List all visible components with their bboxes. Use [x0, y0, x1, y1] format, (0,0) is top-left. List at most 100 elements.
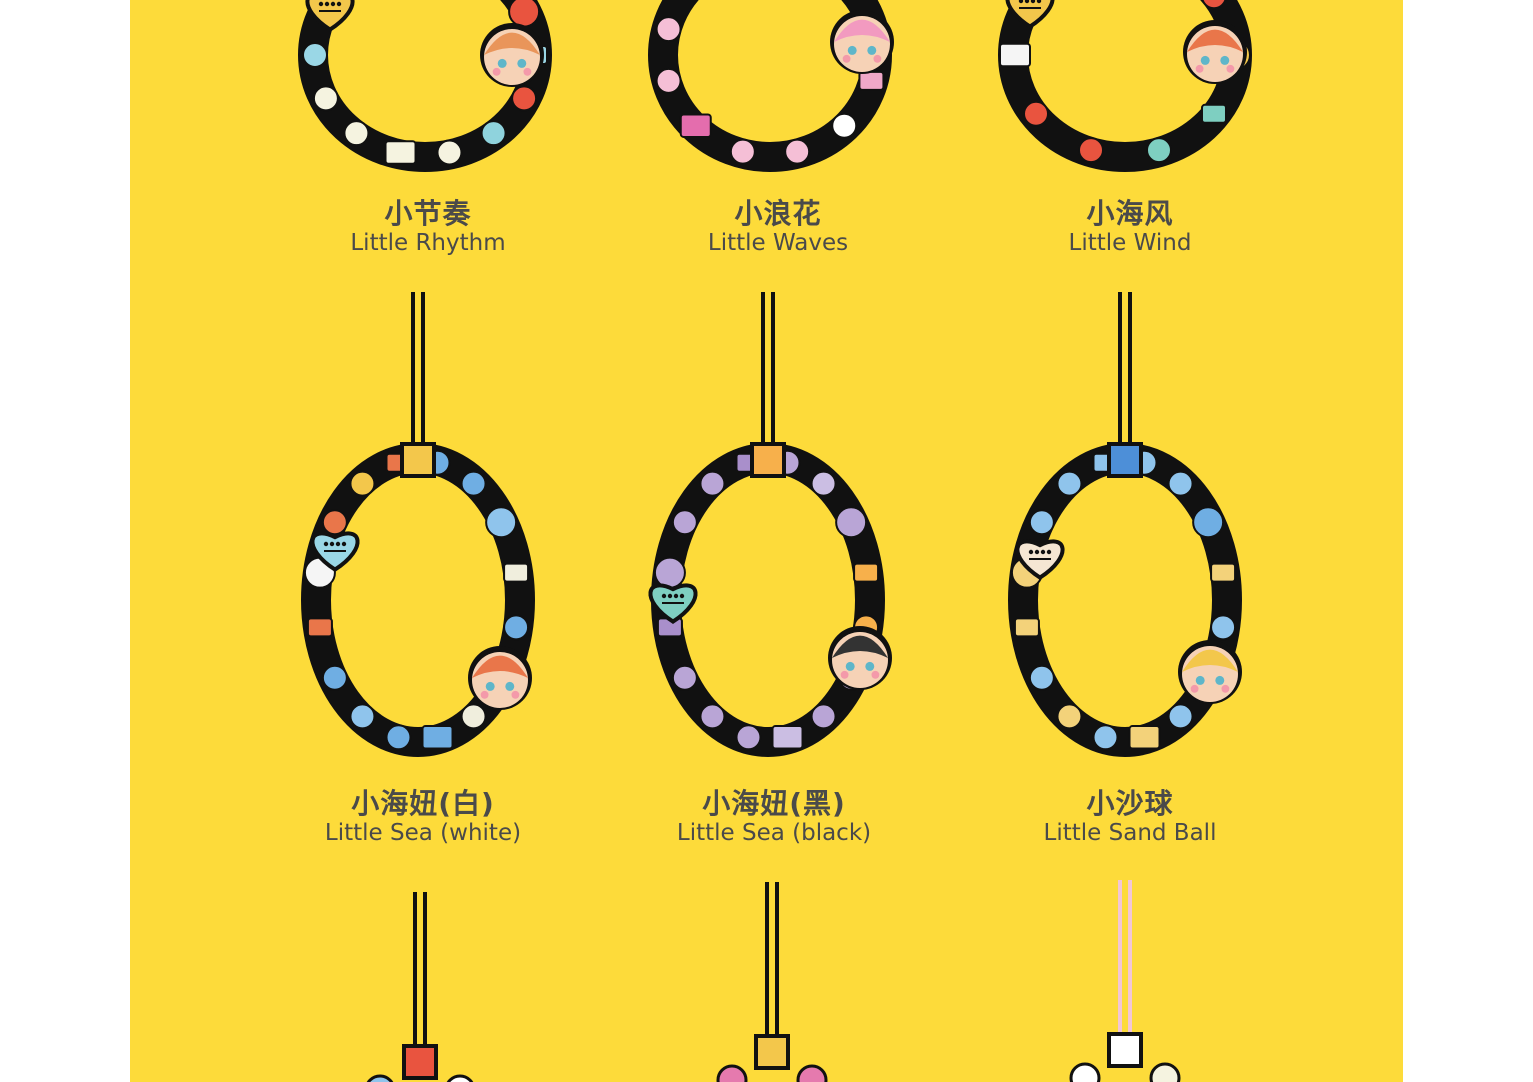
bead: [1145, 137, 1172, 164]
bead: [1056, 703, 1083, 730]
connector-bead: [400, 442, 436, 478]
bead: [716, 1064, 748, 1082]
bead: [671, 509, 698, 536]
bead: [436, 139, 463, 166]
connector-bead: [1107, 1032, 1143, 1068]
charm: [1008, 292, 1242, 757]
bead: [853, 562, 880, 583]
bead: [858, 70, 885, 91]
bead: [1013, 617, 1040, 638]
charm-name-en: Little Rhythm: [350, 230, 506, 256]
bead: [1069, 1062, 1101, 1082]
bead: [1128, 725, 1161, 750]
bead: [655, 16, 682, 43]
bead: [671, 664, 698, 691]
bead: [729, 138, 756, 165]
bead: [503, 614, 530, 641]
bead: [771, 725, 804, 750]
charm-name-cn: 小海妞(白): [351, 787, 495, 820]
bead: [503, 562, 530, 583]
bead: [508, 0, 541, 28]
charm: [648, 0, 894, 172]
charm-name-en: Little Sea (white): [324, 820, 522, 846]
bead: [810, 703, 837, 730]
bead: [1167, 703, 1194, 730]
charm-name-cn: 小节奏: [384, 197, 472, 230]
bead: [480, 120, 507, 147]
charm-label-little-rhythm: 小节奏 Little Rhythm: [268, 200, 588, 255]
bead: [1200, 103, 1227, 124]
bead: [306, 617, 333, 638]
bead: [1023, 100, 1050, 127]
charm-name-cn: 小浪花: [734, 197, 822, 230]
character-face-icon: [468, 646, 532, 710]
bead: [1092, 724, 1119, 751]
character-face-icon: [1178, 640, 1242, 704]
charm-name-en: Little Sand Ball: [1043, 820, 1217, 846]
bead: [1078, 137, 1105, 164]
connector-bead: [754, 1034, 790, 1070]
bead: [796, 1064, 828, 1082]
character-face-icon: [480, 23, 544, 87]
bead: [699, 470, 726, 497]
connector-bead: [1107, 442, 1143, 478]
charm: [998, 0, 1252, 172]
charm-name-en: Little Wind: [1068, 230, 1192, 256]
bead: [511, 85, 538, 112]
bead: [1167, 470, 1194, 497]
bead: [1201, 0, 1227, 10]
bead: [366, 1074, 394, 1082]
bead: [810, 470, 837, 497]
bead: [446, 1074, 474, 1082]
charm-name-cn: 小海妞(黑): [702, 787, 846, 820]
connector-bead: [402, 1044, 438, 1080]
bead: [1210, 562, 1237, 583]
bead: [302, 42, 328, 68]
charm-name-en: Little Sea (black): [676, 820, 872, 846]
bead: [699, 703, 726, 730]
bead: [1192, 506, 1225, 539]
bead: [343, 120, 370, 147]
charm-name-en: Little Waves: [707, 230, 849, 256]
bead: [1028, 509, 1055, 536]
bead: [1210, 614, 1237, 641]
heart-charm-icon: [305, 0, 355, 32]
bead: [349, 703, 376, 730]
bead: [831, 112, 858, 139]
bead: [784, 138, 811, 165]
bead: [485, 506, 518, 539]
charm: [648, 292, 892, 757]
charm-partial: [366, 892, 474, 1082]
bead: [655, 67, 682, 94]
bead: [321, 509, 348, 536]
bead: [460, 470, 487, 497]
bead: [999, 42, 1031, 68]
charm-label-little-sea-white: 小海妞(白) Little Sea (white): [263, 790, 583, 845]
character-face-icon: [1183, 20, 1247, 84]
heart-charm-icon: [1015, 539, 1065, 580]
bead: [421, 725, 454, 750]
bead: [384, 140, 417, 165]
charm-label-little-waves: 小浪花 Little Waves: [618, 200, 938, 255]
heart-charm-icon: [310, 531, 360, 572]
bead: [460, 703, 487, 730]
bead: [653, 556, 686, 589]
charm: [301, 292, 535, 757]
character-face-icon: [828, 626, 892, 690]
bead: [349, 470, 376, 497]
bead: [1056, 470, 1083, 497]
bead: [312, 85, 339, 112]
bead: [1028, 664, 1055, 691]
charm-name-cn: 小海风: [1086, 197, 1174, 230]
bead: [679, 113, 712, 138]
heart-charm-icon: [1005, 0, 1055, 29]
charm-label-little-wind: 小海风 Little Wind: [970, 200, 1290, 255]
charm-label-little-sand-ball: 小沙球 Little Sand Ball: [970, 790, 1290, 845]
charm-partial: [716, 882, 828, 1082]
character-face-icon: [830, 10, 894, 74]
charm: [298, 0, 552, 172]
bead: [1149, 1062, 1181, 1082]
heart-charm-icon: [648, 583, 698, 624]
charm-name-cn: 小沙球: [1086, 787, 1174, 820]
